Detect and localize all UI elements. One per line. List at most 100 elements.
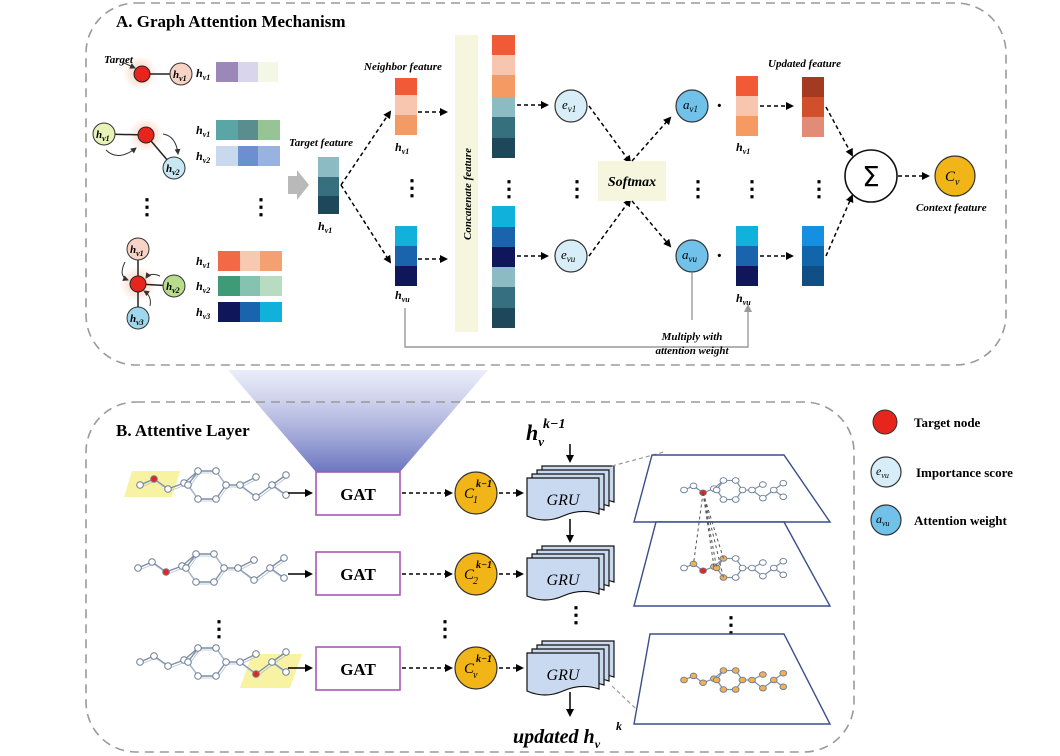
svg-text:GAT: GAT bbox=[340, 565, 376, 584]
a-node-vu bbox=[675, 239, 709, 273]
legend: Target node evu Importance score avu Att… bbox=[870, 409, 1013, 536]
funnel-projection bbox=[228, 370, 488, 472]
gat-box-3 bbox=[315, 646, 401, 691]
svg-text:hv1: hv1 bbox=[196, 254, 210, 270]
svg-text:C1: C1 bbox=[464, 486, 478, 506]
svg-text:Cv: Cv bbox=[945, 169, 960, 188]
softmax-box bbox=[598, 161, 666, 201]
svg-text:k−1: k−1 bbox=[476, 479, 492, 490]
vdots-graphs: ⋮ bbox=[136, 194, 158, 219]
sum-symbol: Σ bbox=[862, 160, 880, 193]
svg-text:·: · bbox=[716, 245, 723, 267]
c-node-1: C1 k−1 bbox=[454, 471, 498, 515]
svg-text:⋮: ⋮ bbox=[434, 616, 456, 641]
svg-text:hvu: hvu bbox=[395, 288, 410, 304]
context-feature-label: Context feature bbox=[916, 202, 987, 214]
svg-text:⋮: ⋮ bbox=[401, 175, 423, 200]
neighbor-feature-label: Neighbor feature bbox=[363, 61, 442, 73]
molecule bbox=[124, 467, 290, 503]
gru-label: GRU bbox=[547, 667, 581, 684]
multiply-label-1: Multiply with bbox=[661, 331, 723, 343]
svg-text:·: · bbox=[716, 95, 723, 117]
molecule-rows bbox=[124, 467, 302, 688]
svg-text:Cv: Cv bbox=[464, 661, 478, 681]
gru-stack-1: GRU bbox=[526, 465, 615, 521]
svg-text:hv1: hv1 bbox=[96, 129, 110, 143]
feature-row-g2-v2 bbox=[216, 146, 280, 166]
gru-stacks: GRU GRU GRU bbox=[526, 465, 615, 696]
feature-row-g3-v1 bbox=[218, 251, 282, 271]
updated-feature-label: Updated feature bbox=[768, 58, 841, 70]
softmax-label: Softmax bbox=[608, 175, 656, 190]
graph-1: hv1 Target bbox=[104, 54, 193, 90]
target-node bbox=[133, 65, 151, 83]
feature-row-g1 bbox=[216, 62, 278, 82]
c-node-2: C2 k−1 bbox=[454, 552, 498, 596]
svg-text:hv1: hv1 bbox=[196, 123, 210, 139]
svg-text:hv1: hv1 bbox=[173, 69, 187, 83]
svg-text:GAT: GAT bbox=[340, 660, 376, 679]
svg-text:C2: C2 bbox=[464, 567, 478, 587]
plane-mid bbox=[633, 492, 832, 607]
context-node bbox=[934, 155, 976, 197]
h-prev-label: hv bbox=[526, 420, 544, 449]
svg-text:hv3: hv3 bbox=[130, 313, 144, 327]
panel-a-frame bbox=[85, 2, 1007, 366]
svg-text:⋮: ⋮ bbox=[498, 176, 520, 201]
concat-vector-v1 bbox=[492, 35, 515, 158]
panel-b-title: B. Attentive Layer bbox=[116, 421, 250, 440]
feature-row-g2-v1 bbox=[216, 120, 280, 140]
svg-text:k: k bbox=[616, 719, 622, 733]
legend-attention-icon bbox=[870, 504, 902, 536]
svg-text:hv1: hv1 bbox=[395, 140, 409, 156]
grey-arrow bbox=[288, 170, 309, 200]
vdots-features: ⋮ bbox=[250, 194, 272, 219]
svg-text:ev1: ev1 bbox=[562, 97, 576, 114]
svg-text:⋮: ⋮ bbox=[741, 176, 763, 201]
c-node-v: Cv k−1 bbox=[454, 646, 498, 690]
gru-stack-2: GRU bbox=[526, 545, 615, 601]
concatenate-bar bbox=[455, 35, 478, 332]
svg-text:hv2: hv2 bbox=[196, 149, 210, 165]
svg-text:⋮: ⋮ bbox=[565, 602, 587, 627]
svg-text:hv1: hv1 bbox=[130, 244, 144, 258]
svg-text:avu: avu bbox=[682, 247, 697, 264]
svg-text:⋮: ⋮ bbox=[208, 616, 230, 641]
sum-node bbox=[844, 149, 898, 203]
updated-vector-vu bbox=[802, 226, 824, 286]
svg-text:evu: evu bbox=[876, 464, 889, 480]
gat-box-2 bbox=[315, 551, 401, 596]
multiply-label-2: attention weight bbox=[655, 345, 729, 357]
target-label: Target bbox=[104, 54, 134, 66]
svg-text:k−1: k−1 bbox=[543, 417, 565, 432]
weighted-vector-v1 bbox=[736, 76, 758, 136]
legend-attention-label: Attention weight bbox=[914, 513, 1007, 528]
gru-stack-3: GRU bbox=[526, 640, 615, 696]
target-feature-label: Target feature bbox=[289, 137, 353, 149]
svg-text:⋮: ⋮ bbox=[720, 612, 742, 637]
svg-text:⋮: ⋮ bbox=[687, 176, 709, 201]
multiply-line bbox=[404, 304, 752, 348]
svg-text:hv1: hv1 bbox=[318, 219, 332, 235]
svg-text:hv1: hv1 bbox=[196, 66, 210, 82]
svg-text:evu: evu bbox=[561, 247, 576, 264]
gru-label: GRU bbox=[547, 572, 581, 589]
neighbor-vector-v1 bbox=[395, 78, 417, 135]
svg-text:avu: avu bbox=[876, 512, 890, 528]
svg-text:⋮: ⋮ bbox=[566, 176, 588, 201]
gru-label: GRU bbox=[547, 492, 581, 509]
legend-target-node-label: Target node bbox=[914, 415, 981, 430]
plane-top bbox=[633, 454, 832, 523]
svg-text:hv2: hv2 bbox=[166, 163, 180, 177]
e-node-v1 bbox=[554, 89, 588, 123]
panel-b-frame bbox=[85, 401, 855, 753]
updated-vector-v1 bbox=[802, 77, 824, 137]
svg-text:k−1: k−1 bbox=[476, 654, 492, 665]
panel-a-title: A. Graph Attention Mechanism bbox=[116, 12, 346, 31]
gat-row-2: GAT bbox=[288, 551, 453, 596]
legend-importance-icon bbox=[870, 456, 902, 488]
svg-text:hv2: hv2 bbox=[166, 281, 180, 295]
gat-box-1 bbox=[315, 471, 401, 516]
weighted-vector-vu bbox=[736, 226, 758, 286]
graph-3: hv1 hv2 hv3 bbox=[120, 237, 186, 330]
